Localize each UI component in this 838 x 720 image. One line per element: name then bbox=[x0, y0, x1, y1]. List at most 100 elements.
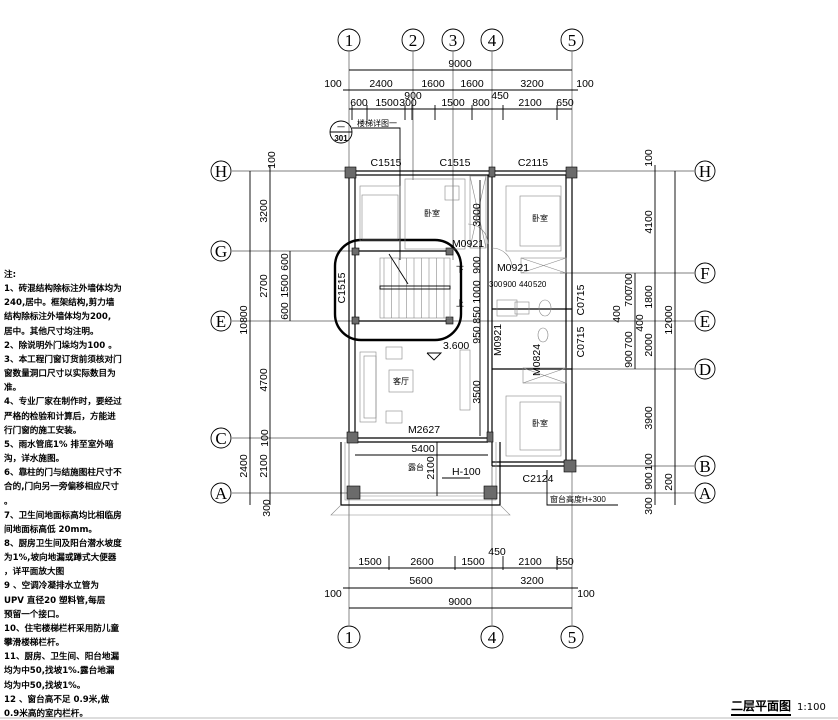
dim: 600 bbox=[279, 253, 291, 271]
dim: 3200 bbox=[258, 199, 270, 223]
dim: 3900 bbox=[643, 406, 655, 430]
note-line: 10、住宅楼梯栏杆采用防儿童 bbox=[4, 623, 120, 634]
note-line: 9 、空调冷凝排水立管为 bbox=[4, 581, 99, 592]
axis-bubbles-left: H G E C A bbox=[210, 160, 232, 504]
dim: 2700 bbox=[258, 274, 270, 298]
note-line: 均为中50,找坡1%.露台地漏 bbox=[4, 666, 115, 677]
note-line: 注: bbox=[4, 270, 17, 280]
detail-ref-top: 一 bbox=[337, 123, 345, 132]
window-code: C0715 bbox=[575, 326, 587, 357]
dim: 1500 bbox=[279, 274, 291, 298]
dim: 100 bbox=[324, 588, 342, 600]
dim: 450 bbox=[488, 546, 506, 558]
axis-4-label: 4 bbox=[488, 628, 497, 647]
dim: 800 bbox=[472, 97, 490, 109]
bottom-dimensions: 1500 2600 1500 2100 650 450 5600 3200 10… bbox=[324, 546, 595, 609]
note-line: 。 bbox=[4, 496, 13, 507]
axis-3-label: 3 bbox=[449, 31, 458, 50]
note-line: 5、雨水管底1% 排至室外暗 bbox=[4, 439, 114, 450]
dim: 4700 bbox=[258, 368, 270, 392]
room-living: 客厅 bbox=[393, 376, 409, 386]
dim: 1500 bbox=[358, 556, 382, 568]
dim-total: 9000 bbox=[448, 58, 472, 70]
axis-5-label: 5 bbox=[568, 31, 577, 50]
dim-total: 12000 bbox=[663, 305, 675, 334]
dim: 2100 bbox=[425, 456, 437, 480]
note-line: 2、除说明外门垛均为100 。 bbox=[4, 340, 117, 351]
left-dimensions: 10800 100 3200 2700 4700 100 2100 300 24… bbox=[238, 151, 291, 517]
dim: 700 bbox=[623, 273, 635, 291]
dim: 5600 bbox=[409, 575, 433, 587]
note-line: 6、靠柱的门与结施图柱尺寸不 bbox=[4, 468, 122, 479]
dim: 1500 bbox=[441, 97, 465, 109]
detail-ref-label: 楼梯详图一 bbox=[357, 118, 397, 128]
window-code: C1515 bbox=[371, 157, 402, 169]
dim: 5400 bbox=[411, 443, 435, 455]
dim: 1800 bbox=[643, 285, 655, 309]
window-code: C2124 bbox=[523, 473, 554, 485]
dim: 300 bbox=[643, 497, 655, 515]
columns bbox=[344, 166, 578, 500]
dim: 600 bbox=[279, 302, 291, 320]
dim: 3200 bbox=[520, 575, 544, 587]
dim: 2000 bbox=[643, 333, 655, 357]
note-line: 240,居中。框架结构,剪力墙 bbox=[4, 298, 115, 309]
sill-height-note: 窗台高度H+300 bbox=[550, 494, 606, 504]
dim: 650 bbox=[556, 97, 574, 109]
axis-bubbles-bottom: 1 4 5 bbox=[337, 625, 584, 649]
dim-total: 10800 bbox=[238, 305, 250, 334]
dim: 400 bbox=[611, 305, 623, 323]
axis-E-label: E bbox=[700, 312, 710, 331]
staircase: 下 上 bbox=[333, 238, 464, 342]
dim: 600 bbox=[350, 97, 368, 109]
dim: 850 bbox=[471, 306, 483, 324]
dim: 3500 bbox=[471, 380, 483, 404]
window-code: C1515 bbox=[440, 157, 471, 169]
dim: 1500 bbox=[375, 97, 399, 109]
room-bedroom-1: 卧室 bbox=[424, 208, 440, 218]
note-line: 窗数量洞口尺寸以实际数目为 bbox=[4, 369, 116, 380]
stair-detail-reference: 一 301 楼梯详图一 bbox=[329, 118, 401, 260]
axis-D-label: D bbox=[699, 360, 711, 379]
note-line: 0.9米高的室内栏杆。 bbox=[4, 708, 88, 719]
drawing-title: 二层平面图 bbox=[731, 699, 792, 716]
dim: 650 bbox=[556, 556, 574, 568]
floor-elevation: 3.600 bbox=[443, 340, 469, 352]
dim: 900 bbox=[643, 472, 655, 490]
dim: 450 bbox=[491, 90, 509, 102]
dim: 900 bbox=[471, 256, 483, 274]
note-line: 3、本工程门窗订货前须核对门 bbox=[4, 354, 122, 365]
dim: 300 bbox=[489, 280, 503, 289]
dim: 520 bbox=[533, 280, 547, 289]
dim: 2400 bbox=[238, 454, 250, 478]
note-line: 严格的检验和计算后，方能进 bbox=[4, 411, 116, 422]
note-line: 行门窗的施工安装。 bbox=[4, 425, 82, 436]
dim: 2600 bbox=[410, 556, 434, 568]
axis-C-label: C bbox=[215, 429, 226, 448]
dim: 950 bbox=[471, 326, 483, 344]
axis-F-label: F bbox=[700, 264, 709, 283]
window-door-codes: C1515 C1515 C2115 C1515 C0715 C0715 C212… bbox=[336, 157, 587, 485]
note-line: UPV 直径20 塑料管,每层 bbox=[4, 595, 106, 606]
dim: 3000 bbox=[471, 203, 483, 227]
dim: 100 bbox=[643, 453, 655, 471]
interior-dimensions: 3000 900 1000 850 950 300 900 440 520 35… bbox=[355, 180, 618, 506]
dim: 700 bbox=[623, 331, 635, 349]
right-dimensions: 100 4100 1800 2000 3900 100 900 300 1200… bbox=[611, 149, 676, 515]
note-line: ，详平面放大图 bbox=[4, 567, 65, 578]
dim: 2100 bbox=[258, 454, 270, 478]
dim: 100 bbox=[576, 78, 594, 90]
dim: 400 bbox=[634, 314, 646, 332]
note-line: 为1%,坡向地漏或蹲式大便器 bbox=[4, 553, 117, 564]
dim: 900 bbox=[404, 90, 422, 102]
furniture bbox=[359, 175, 567, 457]
door-code: M0921 bbox=[452, 238, 484, 250]
dim: 1000 bbox=[471, 280, 483, 304]
note-line: 4、专业厂家在制作时，要经过 bbox=[4, 397, 122, 408]
axis-G-label: G bbox=[215, 242, 227, 261]
room-bedroom-2: 卧室 bbox=[532, 213, 548, 223]
note-line: 攀滑楼梯栏杆。 bbox=[4, 638, 65, 649]
dim: 200 bbox=[663, 473, 675, 491]
